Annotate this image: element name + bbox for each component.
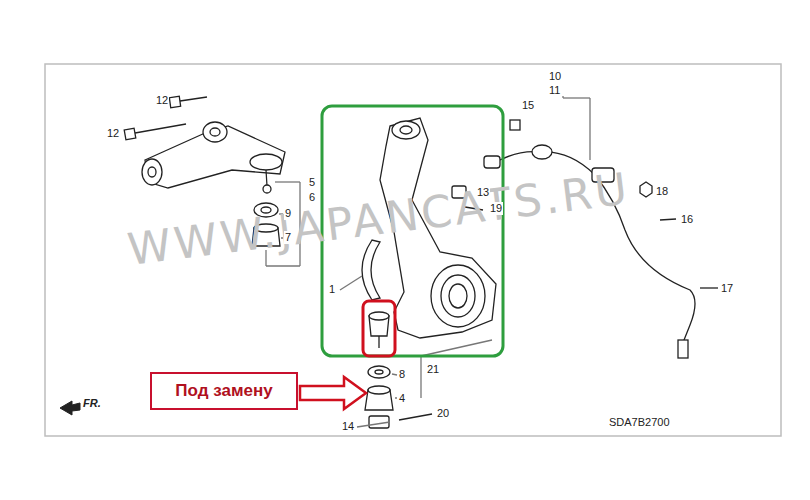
callout-number: 21 [426, 363, 440, 376]
diagram-code: SDA7B2700 [608, 416, 671, 429]
watermark: WWW.JAPANCATS.RU [125, 165, 633, 274]
callout-number: 19 [489, 202, 503, 215]
frame [45, 64, 781, 436]
callout-number: 13 [476, 186, 490, 199]
callout-number: 14 [341, 420, 355, 433]
callout-number: 12 [155, 94, 169, 107]
callout-number: 6 [308, 191, 316, 204]
callout-number: 11 [548, 84, 561, 97]
callout-number: 1 [328, 283, 336, 296]
callout-number: 4 [398, 392, 406, 405]
callout-number: 17 [720, 282, 734, 295]
callout-number: 12 [106, 127, 120, 140]
note-text: Под замену [175, 381, 272, 401]
callout-number: 16 [680, 213, 694, 226]
highlight-frame [363, 301, 395, 356]
direction-arrow [60, 401, 80, 415]
callout-number: 8 [398, 368, 406, 381]
callout-number: 10 [548, 70, 562, 83]
callout-number: 15 [521, 99, 535, 112]
callout-number: 7 [284, 231, 292, 244]
direction-label: FR. [82, 397, 102, 410]
callout-number: 20 [436, 407, 450, 420]
callout-number: 5 [308, 176, 316, 189]
note-box: Под замену [150, 372, 298, 410]
callout-number: 18 [655, 185, 669, 198]
pointer-arrow [300, 377, 366, 409]
abs-sensor-wire [484, 96, 718, 358]
callout-number: 9 [284, 207, 292, 220]
lower-ball-joint [357, 312, 492, 428]
